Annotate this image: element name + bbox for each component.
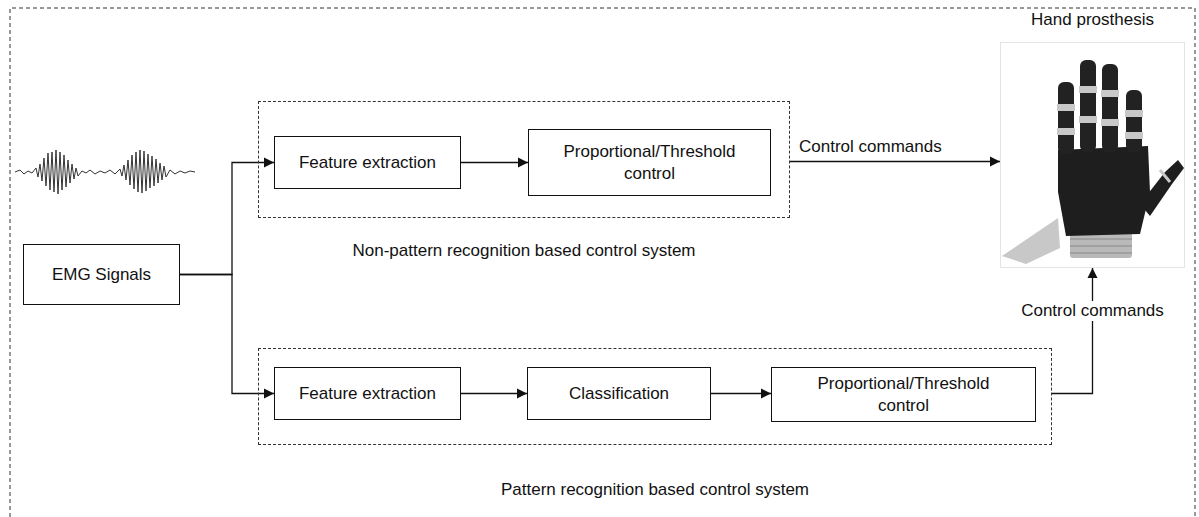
- connector-line: [790, 161, 1000, 162]
- arrow-head: [264, 158, 274, 168]
- process-box: Feature extraction: [274, 367, 461, 420]
- connector-line: [180, 163, 274, 275]
- arrow-head: [518, 158, 528, 168]
- connector-arrow: [1052, 268, 1098, 394]
- process-box: Proportional/Threshold control: [771, 367, 1036, 422]
- arrow-head: [990, 157, 1000, 167]
- signal-box: EMG Signals: [23, 244, 180, 305]
- box-text: Classification: [569, 383, 669, 404]
- connector-arrow: [461, 389, 527, 399]
- arrow-head: [761, 389, 771, 399]
- connector-arrow: [180, 275, 274, 399]
- box-text: EMG Signals: [52, 264, 151, 285]
- outer-frame: [10, 8, 1195, 517]
- box-text: Feature extraction: [299, 383, 436, 404]
- prosthesis-frame: Hand prosthesis: [1000, 42, 1185, 268]
- process-box: Feature extraction: [274, 136, 461, 189]
- box-text: Proportional/Threshold control: [549, 141, 750, 184]
- box-text: Feature extraction: [299, 152, 436, 173]
- system-group: Non-pattern recognition based control sy…: [258, 101, 790, 218]
- arrow-head: [517, 389, 527, 399]
- group-caption: Non-pattern recognition based control sy…: [259, 241, 789, 261]
- connector-arrow: [790, 157, 1000, 167]
- figure-heading: Hand prosthesis: [1001, 10, 1184, 30]
- hand-illustration: [1002, 60, 1184, 264]
- group-caption: Pattern recognition based control system: [259, 480, 1051, 500]
- connector-line: [461, 162, 528, 163]
- arrow-head: [264, 389, 274, 399]
- edge-label: Control commands: [796, 137, 945, 157]
- process-box: Proportional/Threshold control: [528, 129, 771, 196]
- box-text: Proportional/Threshold control: [792, 373, 1015, 416]
- edge-label: Control commands: [1018, 301, 1167, 321]
- process-box: Classification: [527, 367, 711, 420]
- emg-waveform: [15, 150, 195, 194]
- arrow-head: [1088, 268, 1098, 278]
- system-group: Pattern recognition based control system…: [258, 348, 1052, 445]
- connector-line: [180, 275, 274, 394]
- connector-line: [1052, 268, 1093, 394]
- connector-arrow: [180, 158, 274, 275]
- connector-arrow: [711, 389, 771, 399]
- connector-arrow: [461, 158, 528, 168]
